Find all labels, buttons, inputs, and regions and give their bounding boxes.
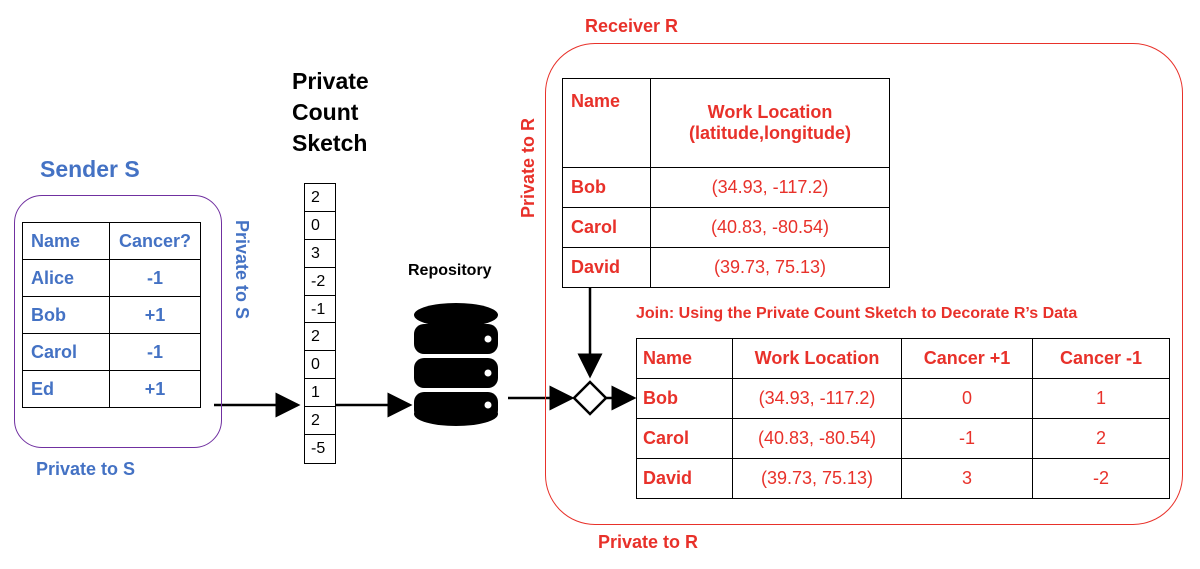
- table-row: David (39.73, 75.13) 3 -2: [636, 458, 1170, 499]
- cell-location: (39.73, 75.13): [732, 458, 902, 499]
- cell-cancer-minus: 2: [1032, 418, 1170, 459]
- cell-location: (34.93, -117.2): [650, 167, 890, 208]
- cell-cancer-plus: 3: [901, 458, 1033, 499]
- cell-name: David: [562, 247, 651, 288]
- cell-cancer-plus: -1: [901, 418, 1033, 459]
- sketch-cell: -1: [305, 296, 335, 324]
- sketch-title: Private Count Sketch: [292, 66, 369, 159]
- table-row: Name Work Location Cancer +1 Cancer -1: [636, 338, 1170, 379]
- cell-name: Bob: [636, 378, 733, 419]
- sketch-cell: 3: [305, 240, 335, 268]
- receiver-table: Name Work Location (latitude,longitude) …: [562, 78, 890, 288]
- count-sketch-array: 2 0 3 -2 -1 2 0 1 2 -5: [304, 183, 336, 464]
- header-cancer: Cancer?: [109, 222, 201, 260]
- sketch-cell: 0: [305, 351, 335, 380]
- table-row: Alice -1: [22, 259, 201, 297]
- cell-location: (39.73, 75.13): [650, 247, 890, 288]
- cell-cancer: -1: [109, 333, 201, 371]
- cell-cancer: +1: [109, 296, 201, 334]
- cell-name: Alice: [22, 259, 110, 297]
- table-row: Ed +1: [22, 370, 201, 408]
- sketch-cell: 2: [305, 184, 335, 212]
- sketch-title-line: Sketch: [292, 130, 368, 156]
- header-name: Name: [562, 78, 651, 168]
- receiver-container: [545, 43, 1183, 525]
- cell-cancer-minus: -2: [1032, 458, 1170, 499]
- sender-private-bottom-label: Private to S: [36, 459, 136, 479]
- sketch-cell: 2: [305, 407, 335, 436]
- cell-cancer: -1: [109, 259, 201, 297]
- receiver-private-side-label: Private to R: [518, 117, 538, 218]
- header-cancer-minus: Cancer -1: [1032, 338, 1170, 379]
- sender-table: Name Cancer? Alice -1 Bob +1 Carol -1 Ed…: [22, 222, 201, 408]
- join-diamond: [572, 380, 608, 416]
- receiver-title: Receiver R: [585, 16, 679, 36]
- cell-name: Carol: [636, 418, 733, 459]
- table-row: Bob (34.93, -117.2): [562, 167, 890, 208]
- table-row: Name Cancer?: [22, 222, 201, 260]
- cell-name: Carol: [562, 207, 651, 248]
- table-row: Bob +1: [22, 296, 201, 334]
- sketch-title-line: Private: [292, 68, 369, 94]
- cell-location: (40.83, -80.54): [650, 207, 890, 248]
- cell-location: (34.93, -117.2): [732, 378, 902, 419]
- database-icon: [414, 303, 498, 426]
- cell-name: Carol: [22, 333, 110, 371]
- sketch-cell: -5: [311, 440, 326, 458]
- header-name: Name: [22, 222, 110, 260]
- cell-cancer-minus: 1: [1032, 378, 1170, 419]
- sender-title: Sender S: [40, 156, 140, 182]
- cell-cancer: +1: [109, 370, 201, 408]
- cell-name: Bob: [562, 167, 651, 208]
- receiver-private-bottom-label: Private to R: [598, 532, 699, 552]
- cell-cancer-plus: 0: [901, 378, 1033, 419]
- cell-name: Ed: [22, 370, 110, 408]
- repository-label: Repository: [408, 262, 492, 279]
- join-title: Join: Using the Private Count Sketch to …: [636, 305, 1078, 322]
- sketch-cell: 2: [305, 323, 335, 352]
- header-work-location: Work Location (latitude,longitude): [650, 78, 890, 168]
- sender-container: [14, 195, 222, 448]
- table-row: David (39.73, 75.13): [562, 247, 890, 288]
- cell-name: Bob: [22, 296, 110, 334]
- table-row: Carol (40.83, -80.54): [562, 207, 890, 248]
- header-latlong-line: (latitude,longitude): [689, 123, 851, 143]
- table-row: Carol (40.83, -80.54) -1 2: [636, 418, 1170, 459]
- table-row: Carol -1: [22, 333, 201, 371]
- header-name: Name: [636, 338, 733, 379]
- join-table: Name Work Location Cancer +1 Cancer -1 B…: [636, 338, 1170, 499]
- table-row: Bob (34.93, -117.2) 0 1: [636, 378, 1170, 419]
- cell-name: David: [636, 458, 733, 499]
- header-work-location-line: Work Location: [707, 102, 833, 122]
- sketch-cell: 0: [305, 212, 335, 240]
- header-work-location: Work Location: [732, 338, 902, 379]
- cell-location: (40.83, -80.54): [732, 418, 902, 459]
- sketch-cell: 1: [305, 379, 335, 408]
- sketch-cell: -2: [305, 268, 335, 296]
- header-cancer-plus: Cancer +1: [901, 338, 1033, 379]
- table-row: Name Work Location (latitude,longitude): [562, 78, 890, 168]
- sketch-title-line: Count: [292, 99, 359, 125]
- sender-private-side-label: Private to S: [232, 220, 252, 320]
